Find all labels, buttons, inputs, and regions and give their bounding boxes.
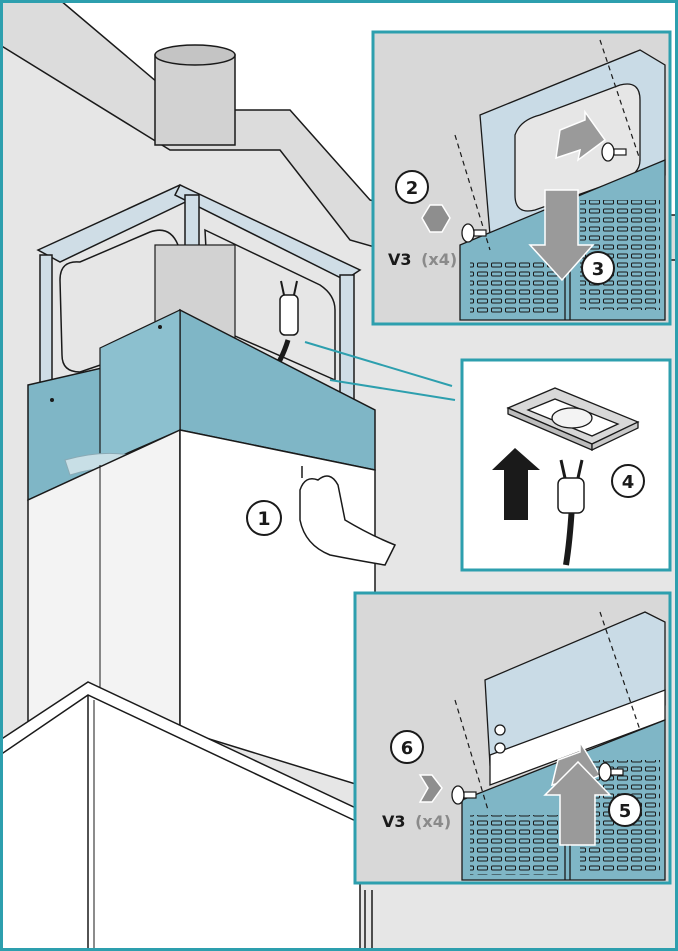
chimney-upper-cover [27,308,376,502]
screw-icon [598,762,624,782]
arrow-icon [528,189,595,282]
arrow-icon [543,760,612,846]
svg-text:1: 1 [257,508,270,530]
svg-text:3: 3 [592,259,605,280]
arrow-icon [492,448,540,520]
step-3-marker: 3 [581,251,615,285]
svg-text:6: 6 [401,738,414,759]
arrow-icon [421,204,451,233]
step-1-marker: 1 [246,500,282,536]
step-6-marker: 6 [390,730,424,764]
screw-label-top: V3 (x4) [388,250,457,269]
step-5-marker: 5 [608,793,642,827]
svg-text:4: 4 [622,472,635,493]
power-socket-icon [506,387,640,452]
hand-icon [299,466,397,566]
arrow-icon [555,109,607,162]
screw-icon [601,142,627,162]
inset-refit-cover: 6 V3 (x4) 5 [353,591,672,885]
inset-unplug: 4 [460,358,672,572]
screw-icon [461,223,487,243]
screw-icon [451,785,477,805]
arrow-icon [418,774,443,803]
power-plug-icon [557,459,585,566]
inset-remove-cover: 2 V3 (x4) 3 [371,30,672,326]
screw-label-bottom: V3 (x4) [382,812,451,831]
svg-text:2: 2 [406,178,419,199]
svg-text:5: 5 [619,801,632,822]
step-2-marker: 2 [395,170,429,204]
step-4-marker: 4 [611,464,645,498]
